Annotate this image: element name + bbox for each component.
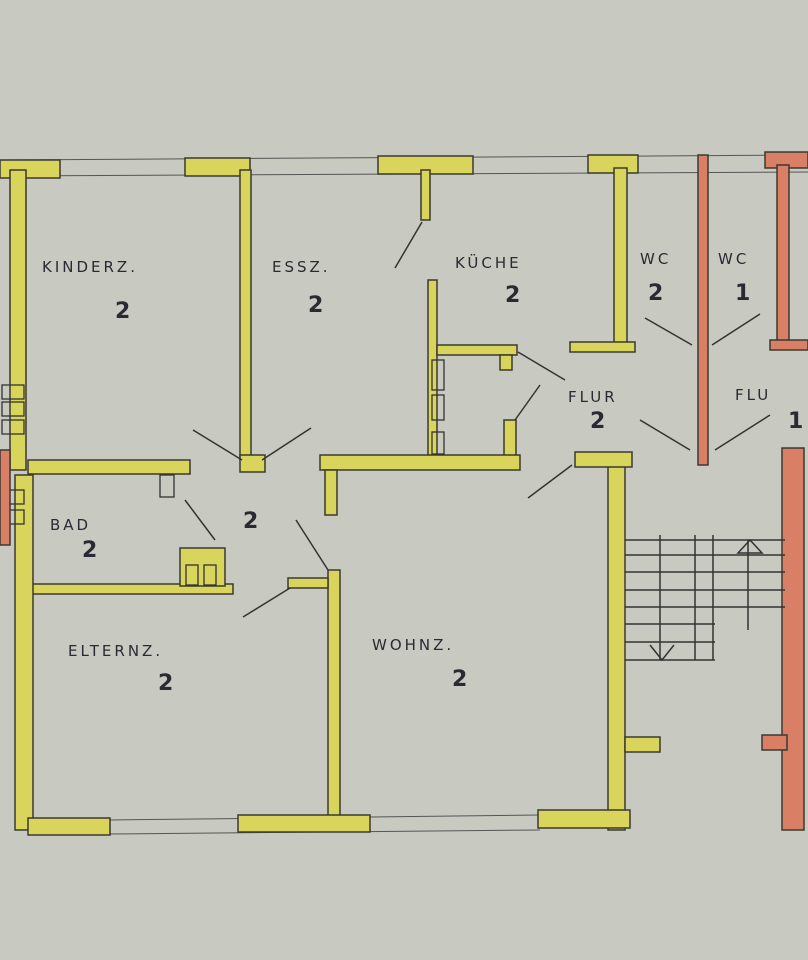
walls-unit-2 xyxy=(0,154,661,836)
room-label-flur-1: FLU xyxy=(735,386,771,404)
unit-number-flur-2: 2 xyxy=(590,409,605,434)
room-label-wohnz: WOHNZ. xyxy=(372,636,454,654)
stair-down-arrow-icon xyxy=(649,644,675,662)
unit-number-kinderz: 2 xyxy=(115,299,130,324)
room-label-kinderz: KINDERZ. xyxy=(42,258,138,276)
unit-number-kueche: 2 xyxy=(505,283,520,308)
room-label-wc-1: WC xyxy=(718,250,749,268)
unit-number-wc-1: 1 xyxy=(735,281,750,306)
unit-number-essz: 2 xyxy=(308,293,323,318)
unit-number-bad: 2 xyxy=(82,538,97,563)
room-label-flur-2: FLUR xyxy=(568,388,618,406)
unit-number-diele: 2 xyxy=(243,509,258,534)
walls-unit-1 xyxy=(0,151,808,831)
unit-number-wc-2: 2 xyxy=(648,281,663,306)
room-label-elternz: ELTERNZ. xyxy=(68,642,163,660)
unit-number-wohnz: 2 xyxy=(452,667,467,692)
stair-up-arrow-icon xyxy=(736,538,764,554)
room-label-bad: BAD xyxy=(50,516,91,534)
unit-number-flur-1: 1 xyxy=(788,409,803,434)
room-label-wc-2: WC xyxy=(640,250,671,268)
staircase xyxy=(625,535,785,662)
unit-number-elternz: 2 xyxy=(158,671,173,696)
room-label-essz: ESSZ. xyxy=(272,258,331,276)
room-label-kueche: KÜCHE xyxy=(455,253,522,272)
door-swings xyxy=(184,221,771,618)
